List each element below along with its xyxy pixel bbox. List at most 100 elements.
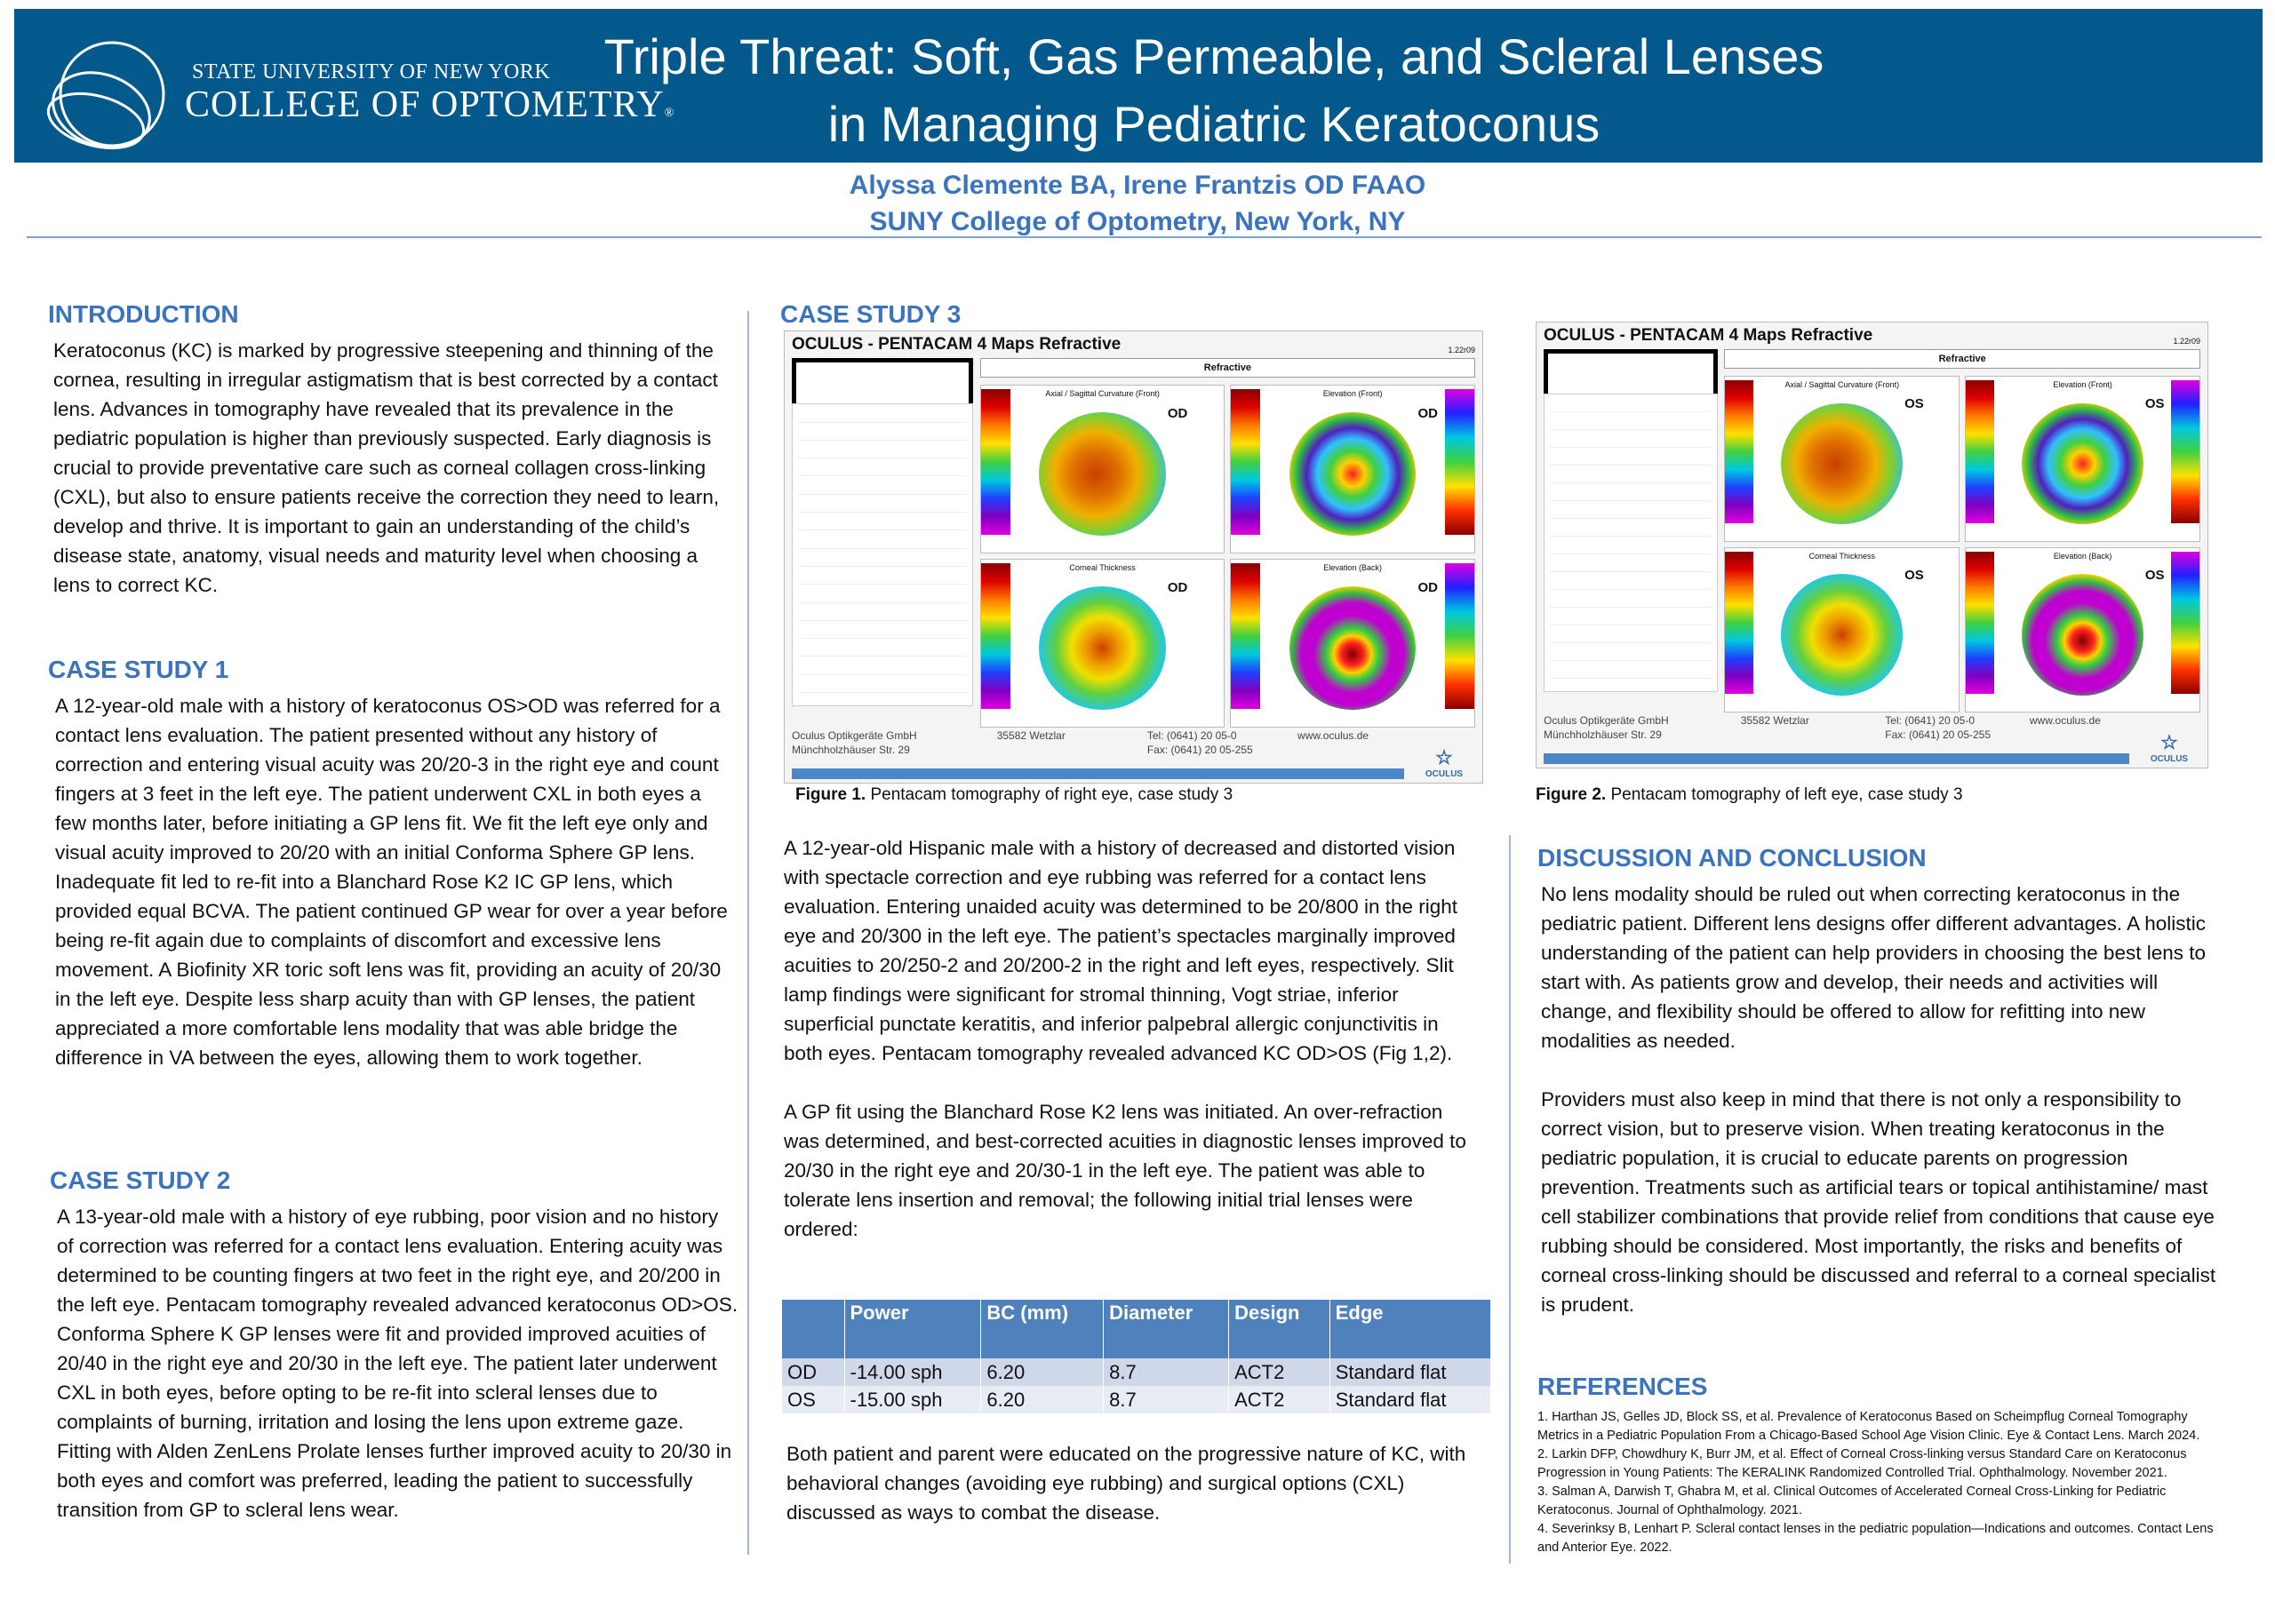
references-section: REFERENCES 1. Harthan JS, Gelles JD, Blo… [1537, 1373, 2226, 1557]
column-header: Edge [1329, 1300, 1492, 1358]
cornea-map [2022, 402, 2143, 525]
version: 1.22r09 [2173, 337, 2200, 346]
fax: Fax: (0641) 20 05-255 [1885, 728, 1992, 741]
case1-text: A 12-year-old male with a history of ker… [55, 695, 728, 1069]
color-scale [1966, 380, 1994, 523]
city: 35582 Wetzlar [1740, 714, 1809, 727]
case3-body: A 12-year-old Hispanic male with a histo… [784, 833, 1473, 1244]
company: Oculus Optikgeräte GmbH [792, 729, 917, 742]
city: 35582 Wetzlar [996, 729, 1066, 742]
reference-item: 1. Harthan JS, Gelles JD, Block SS, et a… [1537, 1410, 2200, 1443]
figure1-caption: Figure 1. Pentacam tomography of right e… [795, 785, 1233, 804]
website: www.oculus.de [1297, 729, 1369, 742]
eye-label: OD [1417, 405, 1438, 421]
eye-label: OD [1417, 579, 1438, 595]
oculus-logo: ☆OCULUS [1425, 746, 1464, 779]
logo-college: COLLEGE OF OPTOMETRY® [185, 84, 675, 125]
column-header: Design [1228, 1300, 1330, 1358]
case2-heading: CASE STUDY 2 [50, 1166, 231, 1194]
divider [27, 236, 2262, 238]
map-elev: Elevation (Front)OD [1230, 385, 1475, 553]
map-back: Elevation (Back) OD [1230, 559, 1475, 728]
street: Münchholzhäuser Str. 29 [1544, 728, 1662, 741]
intro-text: Keratoconus (KC) is marked by progressiv… [53, 339, 720, 596]
color-scale [2171, 551, 2199, 694]
map-title: Axial / Sagittal Curvature (Front) [1784, 380, 1900, 389]
cell: ACT2 [1228, 1358, 1330, 1386]
refractive-label: Refractive [1724, 349, 2200, 369]
case3-section: CASE STUDY 3 [780, 300, 961, 336]
cell: 6.20 [980, 1386, 1105, 1413]
map-title: Corneal Thickness [1808, 551, 1875, 561]
column-header [782, 1300, 845, 1358]
eye-label: OS [2144, 396, 2165, 412]
discussion-paragraph-2: Providers must also keep in mind that th… [1541, 1088, 2216, 1316]
college-logo-icon [46, 41, 165, 150]
map-title: Corneal Thickness [1069, 563, 1136, 572]
logo-university: STATE UNIVERSITY OF NEW YORK [192, 60, 551, 84]
eye-label: OS [2144, 567, 2165, 583]
eye-label: OD [1167, 405, 1188, 421]
pentacam-footer: Oculus Optikgeräte GmbH Münchholzhäuser … [1544, 714, 2200, 764]
fax: Fax: (0641) 20 05-255 [1146, 744, 1253, 756]
intro-section: INTRODUCTION Keratoconus (KC) is marked … [48, 300, 737, 600]
color-scale [1445, 563, 1474, 709]
footer-bar [1544, 753, 2129, 764]
discussion-heading: DISCUSSION AND CONCLUSION [1537, 844, 1927, 872]
trial-lens-table: Power BC (mm) Diameter Design Edge OD-14… [782, 1300, 1492, 1413]
measurement-panel [1544, 394, 1719, 692]
map-title: Elevation (Back) [1323, 563, 1382, 572]
cornea-map [1781, 402, 1904, 525]
eye-label: OS [1904, 396, 1924, 412]
discussion-section: DISCUSSION AND CONCLUSION No lens modali… [1537, 844, 2226, 1319]
oculus-logo: ☆OCULUS [2150, 731, 2189, 764]
reference-item: 2. Larkin DFP, Chowdhury K, Burr JM, et … [1537, 1447, 2187, 1480]
case3-heading: CASE STUDY 3 [780, 300, 962, 328]
column-header: Power [844, 1300, 982, 1358]
map-elev: Elevation (Front)OS [1965, 376, 2200, 542]
color-scale [1966, 551, 1994, 694]
eye-label: OS [1904, 567, 1924, 583]
case1-heading: CASE STUDY 1 [48, 656, 229, 683]
cornea-map [1781, 574, 1904, 696]
pentacam-figure-os: OCULUS - PENTACAM 4 Maps Refractive 1.22… [1536, 322, 2208, 768]
website: www.oculus.de [2029, 714, 2101, 727]
pentacam-header: OCULUS - PENTACAM 4 Maps Refractive [792, 335, 1122, 354]
column-header: BC (mm) [980, 1300, 1105, 1358]
authors: Alyssa Clemente BA, Irene Frantzis OD FA… [0, 167, 2275, 240]
column-header: Diameter [1103, 1300, 1230, 1358]
color-scale [980, 563, 1010, 709]
discussion-paragraph-1: No lens modality should be ruled out whe… [1541, 883, 2207, 1052]
version: 1.22r09 [1448, 346, 1475, 354]
pentacam-figure-od: OCULUS - PENTACAM 4 Maps Refractive 1.22… [784, 330, 1483, 784]
color-scale [1231, 389, 1261, 535]
cornea-map [1039, 586, 1166, 711]
color-scale [2171, 380, 2199, 523]
table-header-row: Power BC (mm) Diameter Design Edge [782, 1300, 1492, 1358]
case3-paragraph-3: Both patient and parent were educated on… [786, 1443, 1466, 1524]
color-scale [1231, 563, 1261, 709]
measurement-panel [792, 403, 974, 706]
case2-text: A 13-year-old male with a history of eye… [57, 1206, 738, 1521]
header-banner: STATE UNIVERSITY OF NEW YORK COLLEGE OF … [14, 9, 2263, 163]
column-divider [1509, 835, 1511, 1564]
reference-item: 3. Salman A, Darwish T, Ghabra M, et al.… [1537, 1485, 2167, 1517]
cornea-map [2022, 574, 2143, 696]
color-scale [1725, 380, 1753, 523]
affiliation: SUNY College of Optometry, New York, NY [869, 207, 1406, 236]
cell: 8.7 [1103, 1386, 1230, 1413]
column-divider [747, 311, 749, 1555]
cell: 6.20 [980, 1358, 1105, 1386]
refractive-label: Refractive [979, 358, 1475, 378]
company: Oculus Optikgeräte GmbH [1544, 714, 1669, 727]
color-scale [1445, 389, 1474, 535]
poster-title: Triple Threat: Soft, Gas Permeable, and … [603, 28, 1824, 152]
intro-heading: INTRODUCTION [48, 300, 239, 328]
case3-conclusion: Both patient and parent were educated on… [786, 1439, 1475, 1527]
cell: Standard flat [1329, 1358, 1492, 1386]
map-axial: Axial / Sagittal Curvature (Front) OS [1724, 376, 1960, 542]
